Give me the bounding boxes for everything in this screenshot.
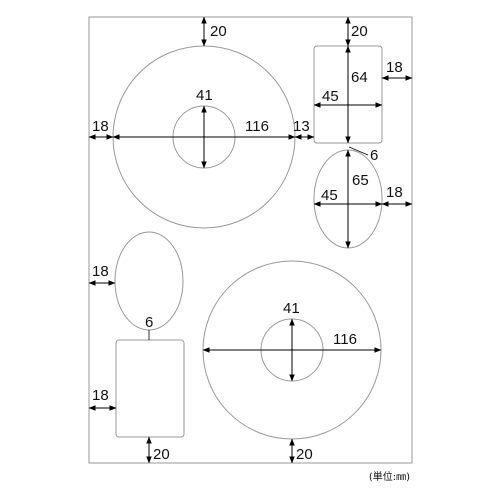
label-oval-width: 45 (321, 187, 338, 204)
label-right-margin-oval: 18 (386, 184, 403, 201)
label-rect-height: 64 (351, 69, 368, 86)
label-rect-width: 45 (322, 88, 339, 105)
label-top-margin-disc: 20 (210, 23, 227, 40)
label-gap-oval-rect: 6 (145, 314, 153, 331)
label-gap-disc-rect: 13 (293, 118, 310, 135)
label-top-margin-rect: 20 (351, 23, 368, 40)
label-bottom-margin-rect: 20 (153, 446, 170, 463)
label-hole-bottom: 41 (283, 300, 300, 317)
leader-gap-rect-oval (348, 146, 369, 156)
label-disc-diameter-top: 116 (245, 118, 269, 135)
label-disc-diameter-bottom: 116 (333, 331, 357, 348)
label-left-margin-bottom-rect: 18 (92, 387, 109, 404)
label-right-margin-rect: 18 (386, 59, 403, 76)
label-hole-top: 41 (196, 87, 213, 104)
label-bottom-margin-disc: 20 (296, 446, 313, 463)
label-gap-rect-oval: 6 (370, 147, 378, 164)
label-left-margin-disc: 18 (92, 118, 109, 135)
sheet-outline (88, 16, 413, 464)
label-left-margin-oval: 18 (92, 263, 109, 280)
label-oval-height: 65 (352, 172, 369, 189)
unit-note: (単位:㎜) (369, 470, 410, 483)
